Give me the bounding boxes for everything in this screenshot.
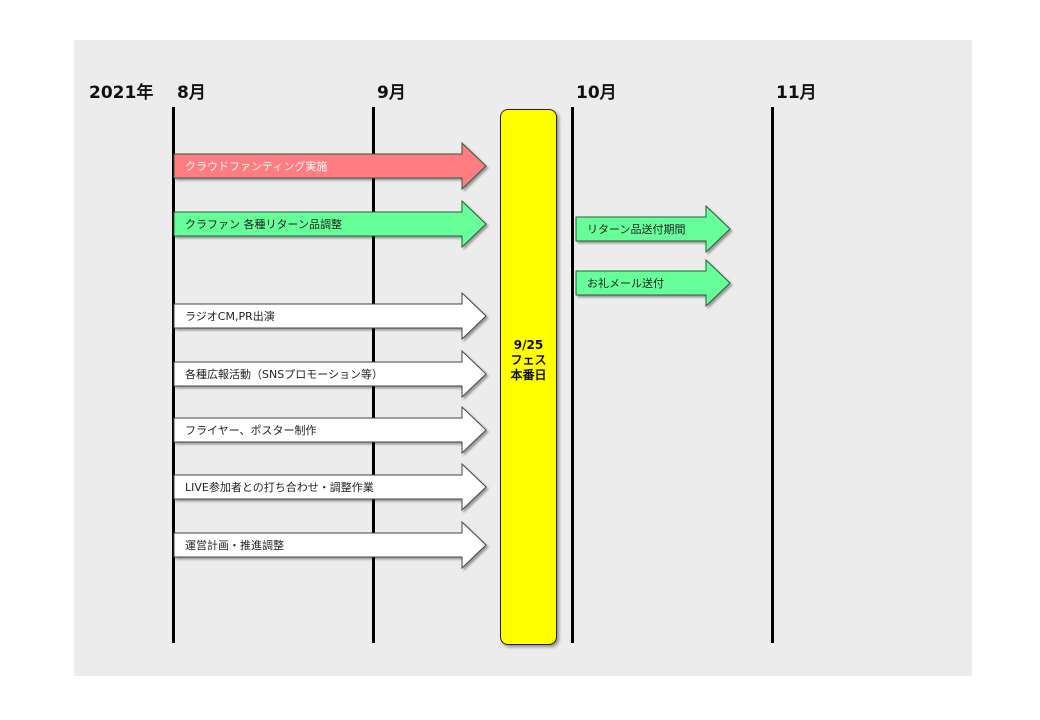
festival-line1: フェス <box>510 353 547 367</box>
year-label: 2021年 <box>89 83 154 103</box>
task-arrow: リターン品送付期間 <box>575 204 731 254</box>
arrow-shape-icon <box>173 199 487 249</box>
arrow-shape-icon <box>575 258 731 308</box>
task-arrow: クラファン 各種リターン品調整 <box>173 199 487 249</box>
task-arrow: ラジオCM,PR出演 <box>173 291 487 341</box>
task-label: 運営計画・推進調整 <box>185 539 284 552</box>
arrow-shape-icon <box>575 204 731 254</box>
task-arrow: お礼メール送付 <box>575 258 731 308</box>
arrow-shape-icon <box>173 405 487 455</box>
arrow-shape-icon <box>173 349 487 399</box>
month-line-nov <box>771 107 774 643</box>
month-oct: 10月 <box>576 83 617 103</box>
arrow-shape-icon <box>173 291 487 341</box>
task-label: LIVE参加者との打ち合わせ・調整作業 <box>185 481 374 494</box>
task-label: リターン品送付期間 <box>587 223 686 236</box>
task-label: 各種広報活動（SNSプロモーション等） <box>185 368 383 381</box>
task-label: フライヤー、ポスター制作 <box>185 424 317 437</box>
month-nov: 11月 <box>776 83 817 103</box>
task-arrow: クラウドファンティング実施 <box>173 141 487 191</box>
arrow-shape-icon <box>173 141 487 191</box>
month-line-oct <box>571 107 574 643</box>
month-sep: 9月 <box>377 83 406 103</box>
task-label: クラウドファンティング実施 <box>185 160 328 173</box>
task-label: お礼メール送付 <box>587 277 664 290</box>
arrow-shape-icon <box>173 520 487 570</box>
task-label: クラファン 各種リターン品調整 <box>185 218 342 231</box>
task-arrow: フライヤー、ポスター制作 <box>173 405 487 455</box>
task-label: ラジオCM,PR出演 <box>185 310 275 323</box>
festival-date: 9/25 <box>513 338 544 352</box>
task-arrow: LIVE参加者との打ち合わせ・調整作業 <box>173 462 487 512</box>
month-aug: 8月 <box>177 83 206 103</box>
festival-line2: 本番日 <box>510 368 547 382</box>
festival-day-bar: 9/25 フェス 本番日 <box>500 109 557 645</box>
arrow-shape-icon <box>173 462 487 512</box>
task-arrow: 運営計画・推進調整 <box>173 520 487 570</box>
task-arrow: 各種広報活動（SNSプロモーション等） <box>173 349 487 399</box>
